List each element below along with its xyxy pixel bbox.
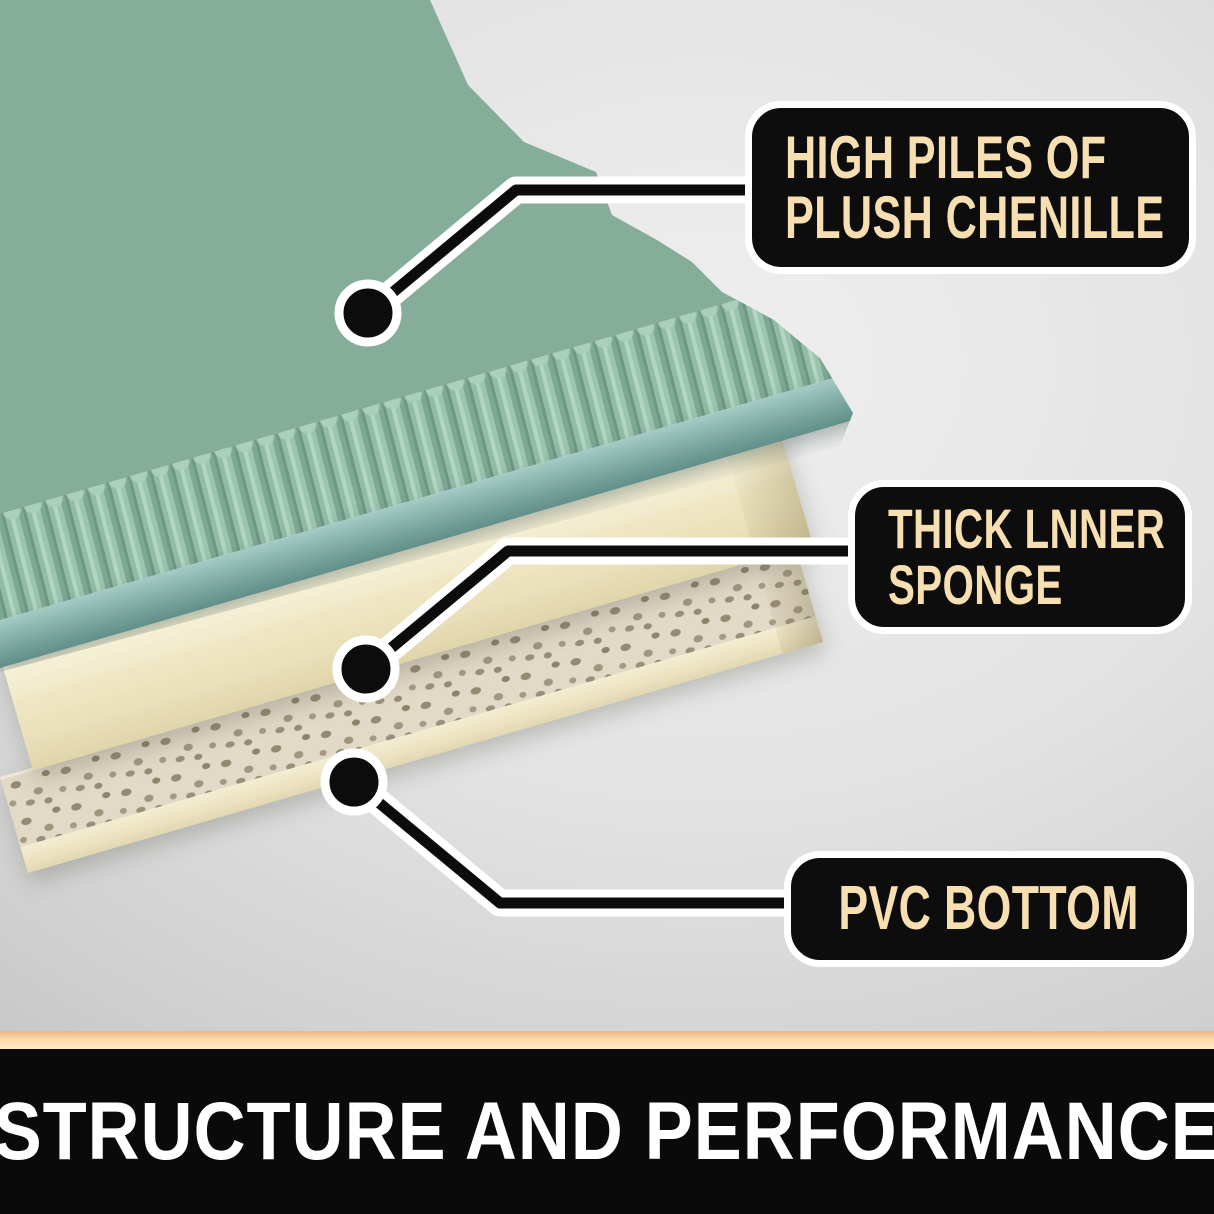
callout-label-line: PVC BOTTOM (838, 874, 1140, 943)
connector-line-pvc (350, 777, 800, 909)
callout-label-line: HIGH PILES OF (785, 123, 1107, 191)
callout-label-chenille: HIGH PILES OF PLUSH CHENILLE (745, 101, 1196, 274)
footer-title: STRUCTURE AND PERFORMANCE (0, 1085, 1214, 1177)
connector-casing-pvc (345, 771, 800, 917)
callout-label-pvc: PVC BOTTOM (784, 851, 1194, 967)
accent-stripe (0, 1031, 1214, 1049)
callout-label-line: SPONGE (888, 553, 1063, 616)
callout-label-sponge: THICK LNNER SPONGE (848, 480, 1192, 634)
callout-label-line: THICK LNNER (888, 497, 1166, 560)
callout-label-line: PLUSH CHENILLE (785, 183, 1165, 251)
footer-bar: STRUCTURE AND PERFORMANCE (0, 1049, 1214, 1214)
